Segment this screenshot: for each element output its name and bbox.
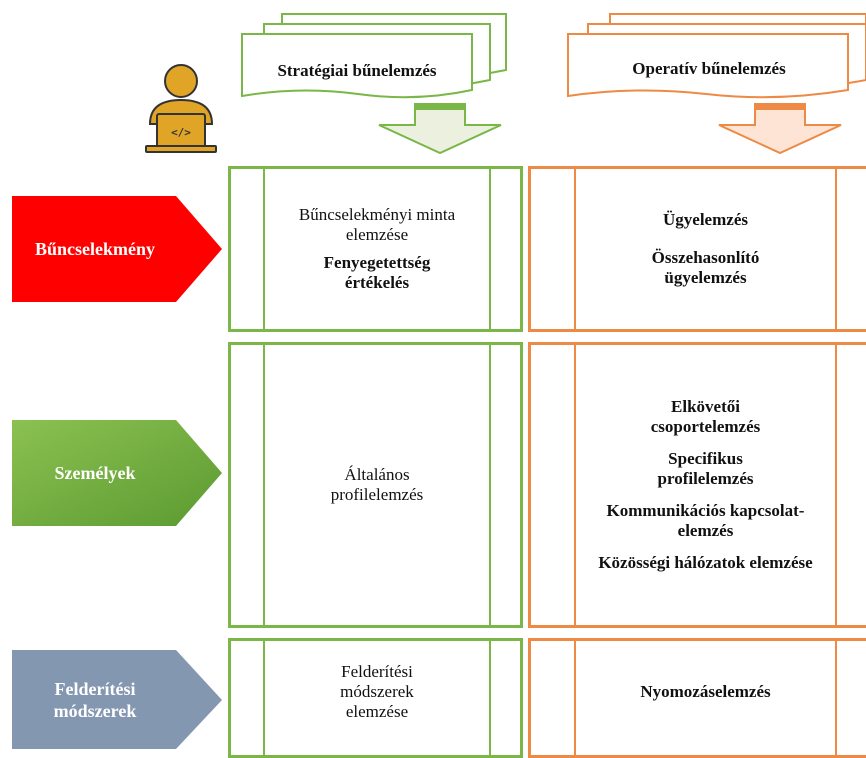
row-arrow-methods [12,650,222,749]
operative-cell-crime: Ügyelemzés Összehasonlító ügyelemzés [528,166,866,332]
operative-item: Összehasonlító ügyelemzés [651,248,760,287]
operative-item: Közösségi hálózatok elemzése [598,553,813,572]
operative-item: Kommunikációs kapcsolat-elemzés [606,501,805,540]
row-arrow-persons [12,420,222,526]
strategic-item: Általános profilelemzés [330,465,424,504]
operative-header-title: Operatív bűnelemzés [632,58,786,78]
strategic-cell-persons: Általános profilelemzés [228,342,523,628]
operative-cell-persons: Elkövetői csoportelemzés Specifikus prof… [528,342,866,628]
operative-document-stack [567,13,866,99]
row-arrow-crime [12,196,222,302]
row-label-persons: Személyek [54,463,136,483]
operative-item: Nyomozáselemzés [640,682,771,701]
row-label-crime: Bűncselekmény [34,239,155,259]
strategic-document-stack [241,13,507,99]
strategic-header-title: Stratégiai bűnelemzés [277,60,437,80]
operative-down-arrow-icon [718,103,842,155]
strategic-item: Fenyegetettség értékelés [323,253,431,292]
strategic-down-arrow-icon [378,103,502,155]
strategic-item: Bűncselekményi minta elemzése [298,205,456,244]
analyst-user-icon: </> [145,64,217,153]
strategic-item: Felderítési módszerek elemzése [340,662,414,721]
operative-item: Ügyelemzés [663,210,748,229]
svg-text:</>: </> [171,126,191,139]
strategic-cell-crime: Bűncselekményi minta elemzése Fenyegetet… [228,166,523,332]
row-label-methods: Felderítési módszerek [53,678,137,721]
strategic-cell-methods: Felderítési módszerek elemzése [228,638,523,758]
operative-item: Specifikus profilelemzés [657,449,754,488]
operative-item: Elkövetői csoportelemzés [650,397,761,436]
operative-cell-methods: Nyomozáselemzés [528,638,866,758]
